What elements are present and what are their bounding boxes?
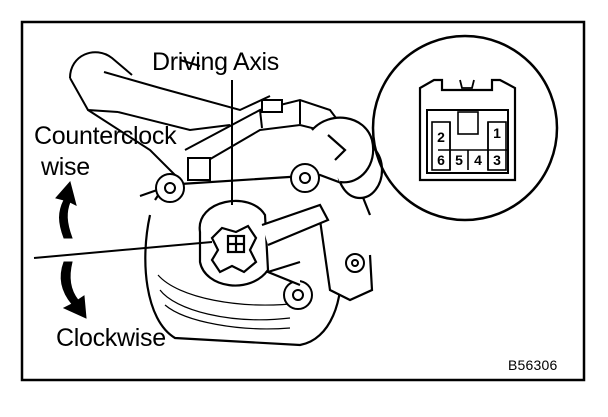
clockwise-arrow — [60, 261, 87, 319]
connector-pin-5: 5 — [455, 152, 463, 168]
cable-bracket — [69, 51, 271, 176]
connector-pin-2: 2 — [437, 129, 445, 145]
figure-frame — [20, 20, 586, 382]
figure-code: B56306 — [508, 357, 558, 373]
counterclockwise-arrow — [55, 180, 77, 239]
clockwise-label: Clockwise — [56, 324, 166, 352]
connector-pin-4: 4 — [474, 152, 482, 168]
rotation-arrows — [55, 180, 87, 319]
counterclockwise-label-line2: wise — [41, 153, 90, 181]
rotation-reference-line — [33, 241, 213, 259]
mounting-screws — [155, 163, 365, 310]
counterclockwise-label-line1: Counterclock — [34, 122, 177, 150]
connector-inset — [371, 34, 559, 222]
driving-gear — [198, 199, 330, 287]
connector-pin-3: 3 — [493, 152, 501, 168]
connector-pin-1: 1 — [493, 125, 501, 141]
connector-pin-6: 6 — [437, 152, 445, 168]
motor-body-lines — [157, 274, 301, 330]
driving-axis-label: Driving Axis — [152, 48, 279, 76]
